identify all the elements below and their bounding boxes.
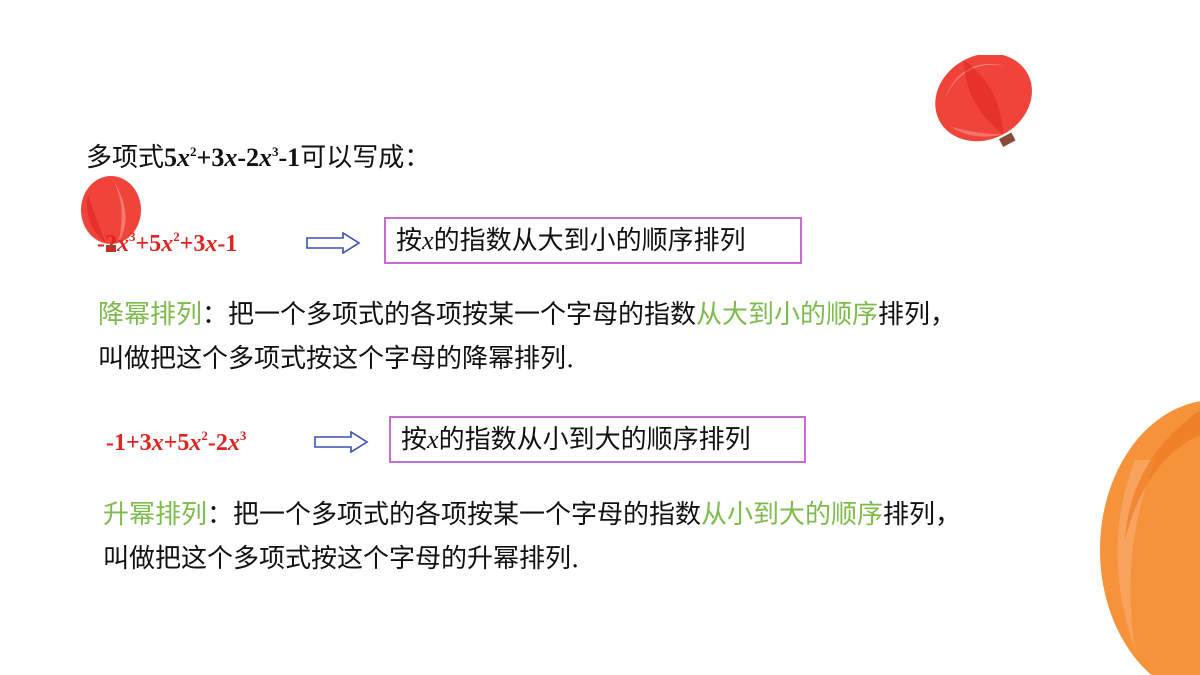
ascending-expression: -1+3x+5x2-2x3: [106, 429, 246, 457]
intro-line: 多项式5x2+3x-2x3-1可以写成：: [86, 143, 430, 173]
expr-var: x: [161, 231, 174, 257]
definition-line-1: 降幂排列：把一个多项式的各项按某一个字母的指数从大到小的顺序排列，: [98, 293, 956, 337]
definition-line-2: 叫做把这个多项式按这个字母的降幂排列.: [98, 344, 575, 374]
expr-term: -2: [97, 231, 117, 257]
expr-term: +5: [163, 430, 190, 456]
intro-coef: 5: [164, 143, 178, 172]
expr-var: x: [227, 430, 240, 456]
definition-text: 排列，: [878, 300, 957, 330]
balloon-orange-icon: [1100, 401, 1200, 675]
expr-term: -1: [106, 430, 126, 456]
definition-highlight: 从小到大的顺序: [701, 500, 884, 530]
intro-term: +3: [196, 143, 225, 172]
expr-exp: 3: [129, 229, 136, 244]
expr-exp: 2: [201, 428, 208, 443]
box-text: 按: [401, 425, 428, 455]
expr-exp: 3: [239, 428, 247, 443]
expr-var: x: [117, 231, 129, 257]
definition-text: ：把一个多项式的各项按某一个字母的指数: [202, 300, 697, 330]
box-var: x: [427, 425, 439, 454]
box-text: 的指数从大到小的顺序排列: [433, 226, 746, 256]
intro-var: x: [259, 143, 273, 172]
intro-exp: 3: [272, 144, 279, 159]
expr-var: x: [151, 430, 164, 456]
arrow-right-icon: [306, 232, 361, 254]
intro-term: -2: [237, 143, 260, 172]
balloon-top-right-icon: [935, 55, 1032, 147]
definition-term: 降幂排列: [98, 300, 203, 330]
intro-exp: 2: [190, 144, 197, 159]
expr-term: +3: [126, 430, 152, 456]
intro-var: x: [177, 143, 191, 172]
expr-term: -1: [217, 231, 238, 257]
descending-rule-box: 按x的指数从大到小的顺序排列: [384, 217, 802, 264]
definition-text: 排列，: [883, 500, 962, 530]
expr-term: -2: [207, 430, 228, 456]
descending-definition: 降幂排列：把一个多项式的各项按某一个字母的指数从大到小的顺序排列， 叫做把这个多…: [98, 293, 956, 381]
intro-term: -1: [278, 143, 301, 172]
definition-term: 升幂排列: [103, 500, 208, 530]
definition-highlight: 从大到小的顺序: [696, 300, 879, 330]
definition-line-2: 叫做把这个多项式按这个字母的升幂排列.: [103, 544, 580, 574]
ascending-rule-box: 按x的指数从小到大的顺序排列: [389, 416, 806, 463]
expr-var: x: [205, 231, 218, 257]
expr-term: +3: [179, 231, 206, 257]
expr-exp: 2: [173, 229, 180, 244]
balloon-left-icon: [81, 176, 141, 252]
ascending-definition: 升幂排列：把一个多项式的各项按某一个字母的指数从小到大的顺序排列， 叫做把这个多…: [103, 493, 961, 581]
box-text: 按: [396, 226, 423, 256]
intro-prefix: 多项式: [86, 143, 165, 173]
intro-var: x: [224, 143, 238, 172]
intro-suffix: 可以写成：: [300, 143, 431, 173]
arrow-right-icon: [314, 431, 369, 453]
descending-expression: -2x3+5x2+3x-1: [97, 230, 237, 258]
expr-var: x: [189, 430, 202, 456]
box-var: x: [422, 226, 434, 255]
expr-term: +5: [135, 231, 162, 257]
definition-line-1: 升幂排列：把一个多项式的各项按某一个字母的指数从小到大的顺序排列，: [103, 493, 961, 537]
definition-text: ：把一个多项式的各项按某一个字母的指数: [207, 500, 702, 530]
box-text: 的指数从小到大的顺序排列: [438, 425, 751, 455]
